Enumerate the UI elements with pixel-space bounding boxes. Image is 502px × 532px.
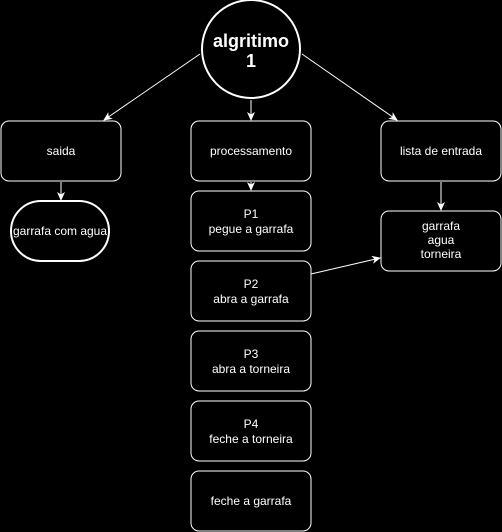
saida-value-node[interactable]: garrafa com agua: [10, 200, 110, 262]
step-p2-text: abra a garrafa: [213, 292, 289, 306]
entrada-label: lista de entrada: [400, 144, 482, 158]
title-line-2: 1: [246, 51, 256, 71]
step-p2-node[interactable]: P2 abra a garrafa: [190, 260, 312, 322]
arrow-title-to-entrada: [301, 53, 398, 121]
step-p3-node[interactable]: P3 abra a torneira: [190, 330, 312, 392]
entrada-item-2: agua: [428, 233, 455, 247]
entrada-item-1: garrafa: [422, 219, 460, 233]
step-p3-box: [190, 330, 312, 392]
title-circle: [201, 0, 301, 99]
title-node[interactable]: algritimo 1: [201, 0, 301, 99]
step-p4-node[interactable]: P4 feche a torneira: [190, 400, 312, 462]
step-p5-box: [190, 470, 312, 532]
saida-node[interactable]: saida: [0, 120, 122, 182]
step-p1-node[interactable]: P1 pegue a garrafa: [190, 190, 312, 252]
processamento-label: processamento: [210, 144, 292, 158]
processamento-node[interactable]: processamento: [190, 120, 312, 182]
saida-label: saida: [47, 144, 76, 158]
step-p1-text: pegue a garrafa: [209, 222, 294, 236]
step-p5-label: feche a garrafa: [211, 494, 292, 508]
saida-value-box: [10, 200, 110, 262]
step-p4-id: P4: [244, 417, 259, 431]
connectors: [57, 53, 445, 275]
step-p1-id: P1: [244, 207, 259, 221]
entrada-box: [380, 120, 502, 182]
entrada-items-node[interactable]: garrafa agua torneira: [380, 210, 502, 272]
title-line-1: algritimo: [213, 31, 289, 51]
step-p1-box: [190, 190, 312, 252]
entrada-item-3: torneira: [421, 247, 462, 261]
step-p3-id: P3: [244, 347, 259, 361]
entrada-items-box: [380, 210, 502, 272]
step-p2-box: [190, 260, 312, 322]
arrow-p2-to-items: [310, 255, 381, 275]
step-p4-box: [190, 400, 312, 462]
arrow-title-to-saida: [103, 53, 201, 121]
processamento-box: [190, 120, 312, 182]
saida-value-label: garrafa com agua: [13, 224, 107, 238]
step-p4-text: feche a torneira: [209, 432, 293, 446]
step-p5-node[interactable]: feche a garrafa: [190, 470, 312, 532]
saida-box: [0, 120, 122, 182]
entrada-node[interactable]: lista de entrada: [380, 120, 502, 182]
step-p2-id: P2: [244, 277, 259, 291]
step-p3-text: abra a torneira: [212, 362, 290, 376]
